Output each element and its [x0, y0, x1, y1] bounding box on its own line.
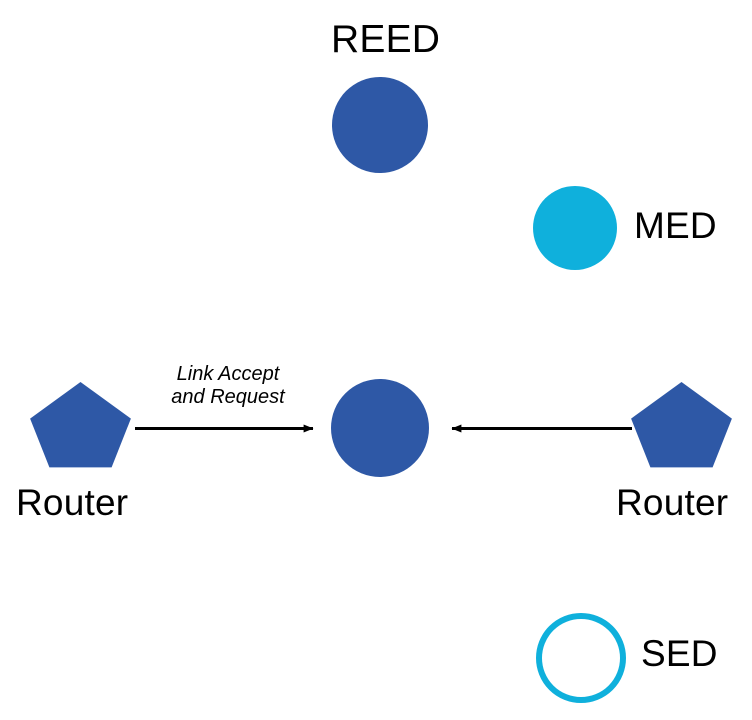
node-label-router-left: Router — [16, 482, 129, 523]
node-label-sed: SED — [641, 633, 718, 674]
edge-label-link-accept-request: Link Accept and Request — [153, 363, 303, 409]
node-reed-circle[interactable] — [332, 77, 428, 173]
node-router-left-pentagon[interactable] — [30, 382, 131, 468]
node-med-circle[interactable] — [533, 186, 617, 270]
node-label-reed: REED — [331, 18, 441, 61]
edge-label-line-2: and Request — [171, 386, 285, 408]
node-leader-circle[interactable] — [331, 379, 429, 477]
edge-label-line-1: Link Accept — [176, 363, 280, 385]
node-label-med: MED — [634, 205, 717, 246]
node-label-router-right: Router — [616, 482, 729, 523]
node-sed-circle[interactable] — [536, 613, 626, 703]
node-router-right-pentagon[interactable] — [631, 382, 732, 468]
